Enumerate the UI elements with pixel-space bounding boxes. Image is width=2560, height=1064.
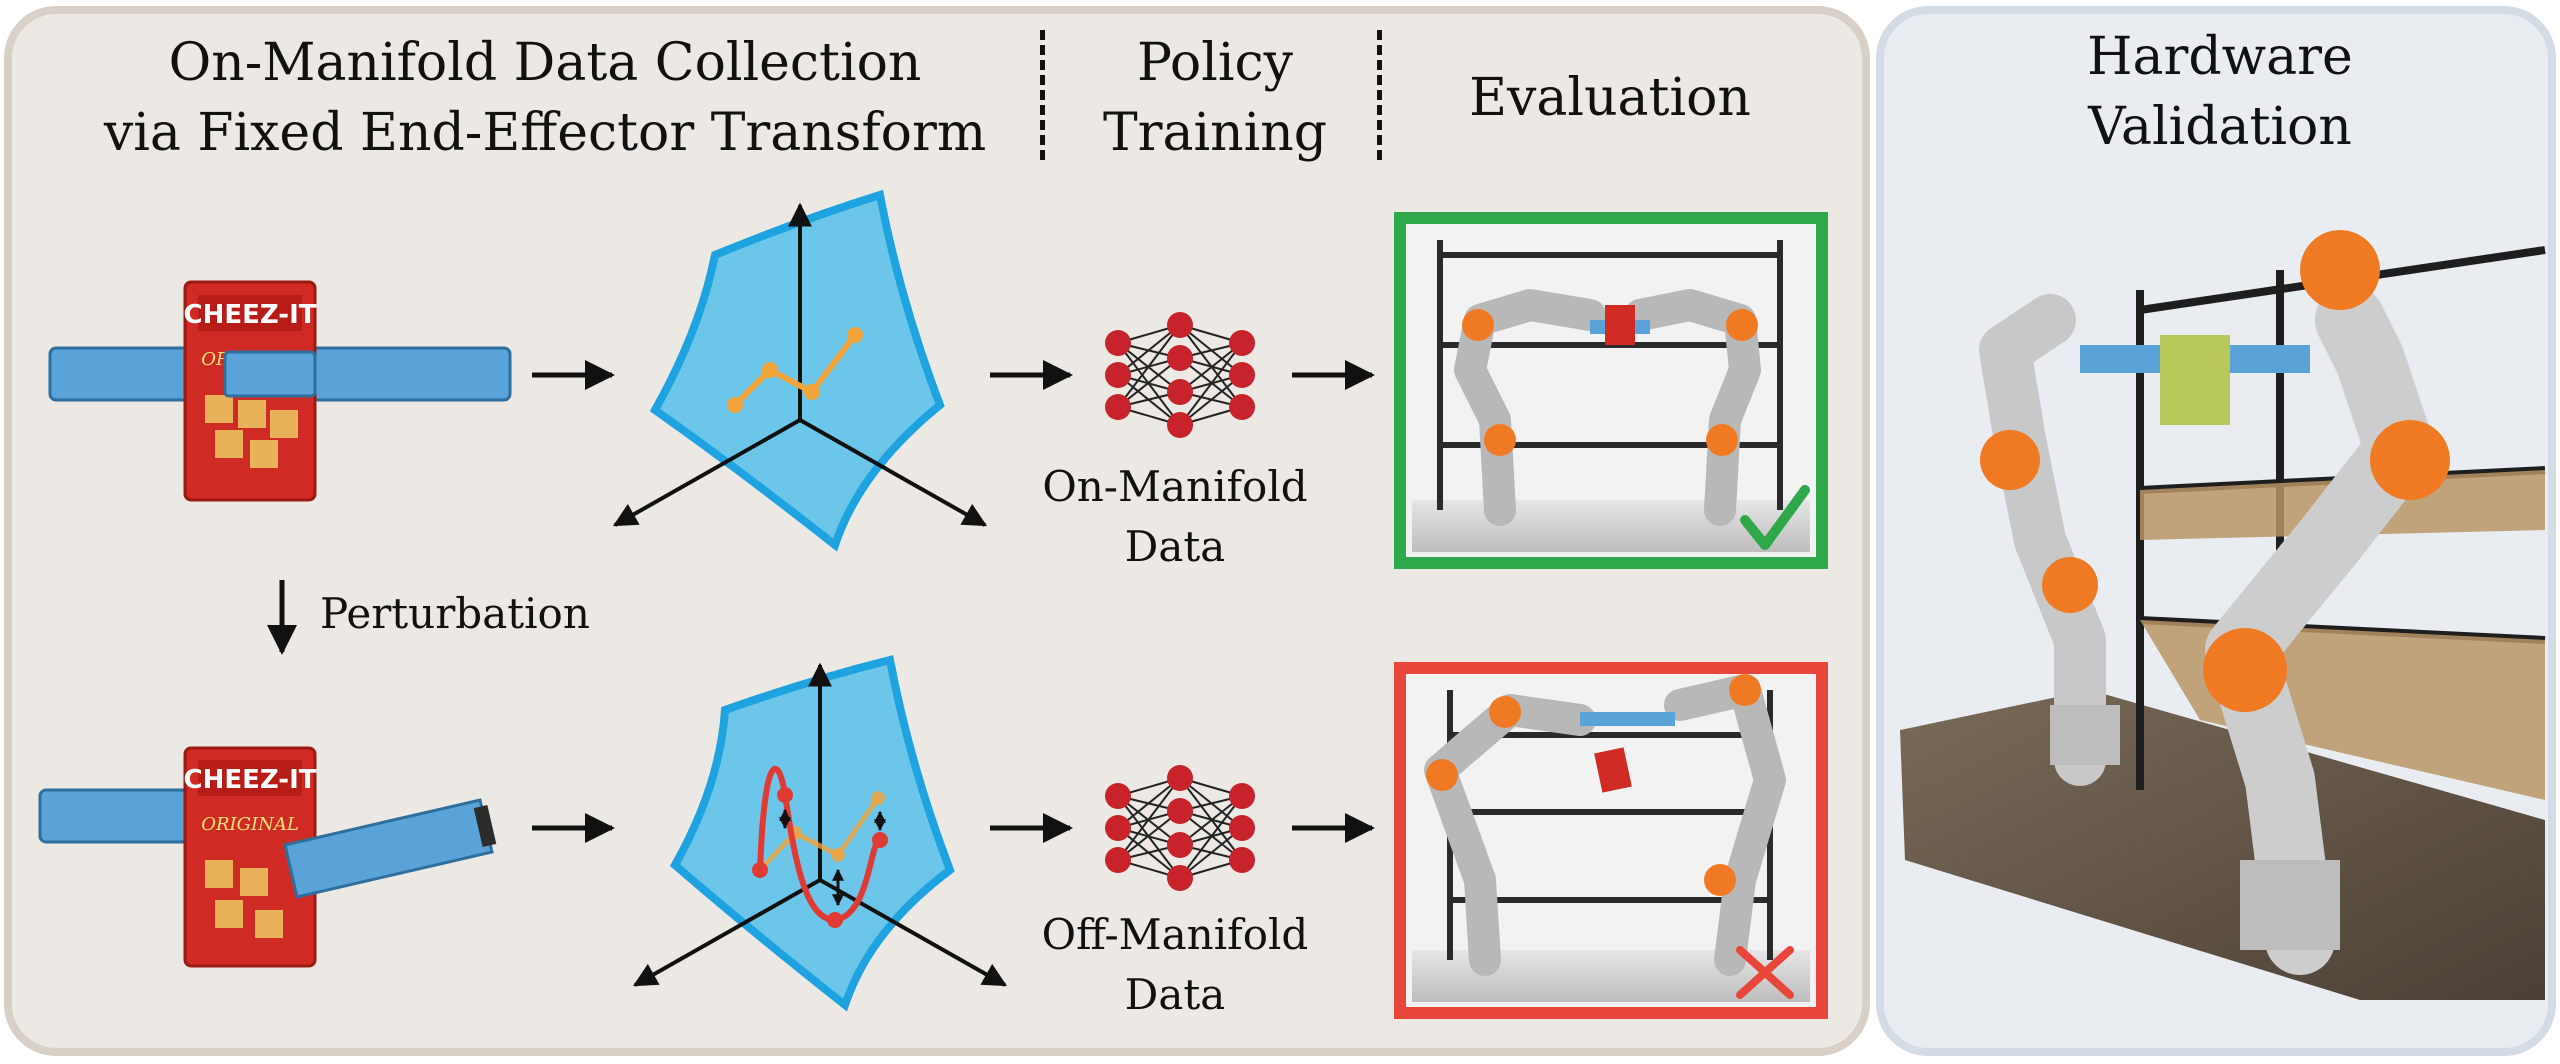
right-strap-bottom [283,798,494,899]
cheezit-box-top: CHEEZ-IT ORIGINAL [48,280,512,502]
cross-icon [1736,946,1794,999]
network-node [1167,865,1193,891]
neural-network-bottom [1105,765,1255,891]
section-divider-2 [1377,30,1382,160]
network-edge [1179,795,1243,879]
training-title-line2: Training [1102,103,1328,163]
network-edge [1179,342,1243,426]
collection-title-line2: via Fixed End-Effector Transform [103,103,987,163]
network-edge [1117,810,1181,861]
neural-network-top [1105,312,1255,438]
perturbation-label: Perturbation [320,589,590,638]
network-node [1105,394,1131,420]
network-node [1167,345,1193,371]
network-node [1105,783,1131,809]
network-node [1167,412,1193,438]
network-edge [1117,324,1181,408]
network-edge [1179,795,1243,846]
training-title-line1: Policy [1137,33,1293,93]
network-node [1229,815,1255,841]
network-edge [1117,324,1181,376]
network-node [1229,394,1255,420]
evaluation-success [1394,212,1828,569]
off-manifold-plot [632,655,1008,1012]
off-manifold-label-line1: Off-Manifold [1041,910,1309,959]
hardware-title-line2: Validation [2088,97,2352,157]
hardware-title-line1: Hardware [2087,27,2353,87]
section-divider-1 [1040,30,1045,160]
network-node [1167,765,1193,791]
off-manifold-label-line2: Data [1124,970,1226,1019]
network-edge [1117,777,1181,861]
network-edge [1179,342,1243,393]
cheezit-variant-bottom: ORIGINAL [201,814,299,835]
network-node [1229,783,1255,809]
on-manifold-plot [612,189,988,552]
network-edge [1179,827,1243,879]
network-edge [1117,357,1181,408]
network-node [1167,832,1193,858]
cheezit-brand-top: CHEEZ-IT [184,300,317,330]
hardware-photo [1900,230,2546,1000]
cheezit-box-bottom: CHEEZ-IT ORIGINAL [38,746,497,968]
network-node [1167,798,1193,824]
network-node [1229,362,1255,388]
network-node [1167,312,1193,338]
network-node [1229,847,1255,873]
cheezit-brand-bottom: CHEEZ-IT [184,765,317,795]
network-edge [1117,777,1181,829]
collection-title-line1: On-Manifold Data Collection [168,33,922,93]
network-node [1229,330,1255,356]
checkmark-icon [1740,485,1810,550]
evaluation-failure [1394,662,1828,1019]
right-strap-top [308,346,512,402]
on-manifold-label-line1: On-Manifold [1042,462,1308,511]
network-node [1105,330,1131,356]
evaluation-title: Evaluation [1469,68,1751,128]
network-node [1105,362,1131,388]
on-manifold-label-line2: Data [1124,522,1226,571]
network-node [1167,379,1193,405]
network-edge [1179,374,1243,426]
network-node [1105,847,1131,873]
network-node [1105,815,1131,841]
